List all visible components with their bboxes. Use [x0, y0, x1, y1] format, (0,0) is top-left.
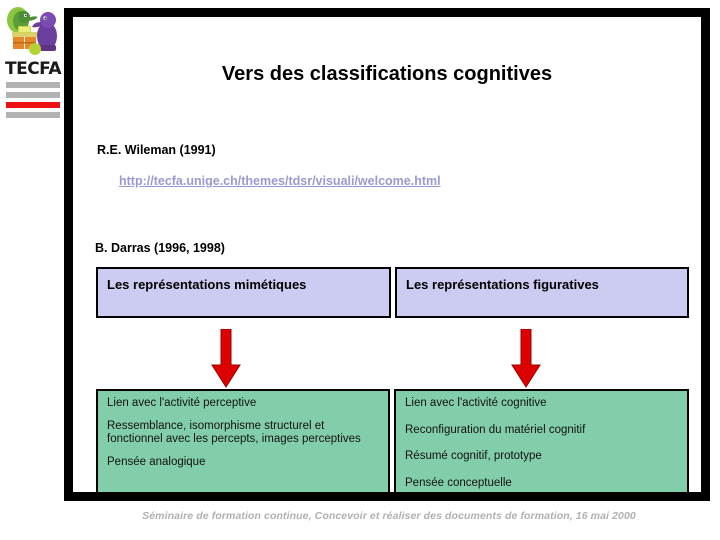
- column-content-mimetiques: Lien avec l'activité perceptive Ressembl…: [96, 389, 390, 494]
- list-item: Reconfiguration du matériel cognitif: [405, 423, 586, 436]
- logo-stripe-accent-red: [6, 102, 60, 108]
- tecfa-wordmark: TECFA: [4, 59, 62, 79]
- footer-note: Séminaire de formation continue, Concevo…: [142, 510, 636, 522]
- reference-darras: B. Darras (1996, 1998): [95, 241, 225, 255]
- column-heading-mimetiques: Les représentations mimétiques: [96, 267, 391, 318]
- reference-wileman-link[interactable]: http://tecfa.unige.ch/themes/tdsr/visual…: [119, 174, 441, 188]
- column-content-figuratives: Lien avec l'activité cognitive Reconfigu…: [394, 389, 689, 494]
- slide-frame: Vers des classifications cognitives R.E.…: [64, 8, 710, 501]
- down-arrow-icon-right: [511, 329, 541, 388]
- list-item: Lien avec l'activité perceptive: [107, 397, 257, 409]
- logo-stripe-2: [6, 92, 60, 98]
- page-title: Vers des classifications cognitives: [221, 63, 553, 85]
- tecfa-illustration-icon: [7, 7, 57, 55]
- list-item: Lien avec l'activité cognitive: [405, 397, 547, 409]
- list-item: Ressemblance, isomorphisme structurel et…: [107, 419, 361, 446]
- column-heading-figuratives: Les représentations figuratives: [395, 267, 689, 318]
- list-item: Pensée analogique: [107, 455, 206, 468]
- down-arrow-icon-left: [211, 329, 241, 388]
- logo-stripe-1: [6, 82, 60, 88]
- slide-content: Vers des classifications cognitives R.E.…: [73, 17, 701, 494]
- tecfa-logo-block: TECFA: [4, 2, 62, 130]
- list-item: Pensée conceptuelle: [405, 476, 512, 489]
- logo-stripe-4: [6, 112, 60, 118]
- reference-wileman: R.E. Wileman (1991): [97, 143, 216, 157]
- list-item: Résumé cognitif, prototype: [405, 450, 542, 462]
